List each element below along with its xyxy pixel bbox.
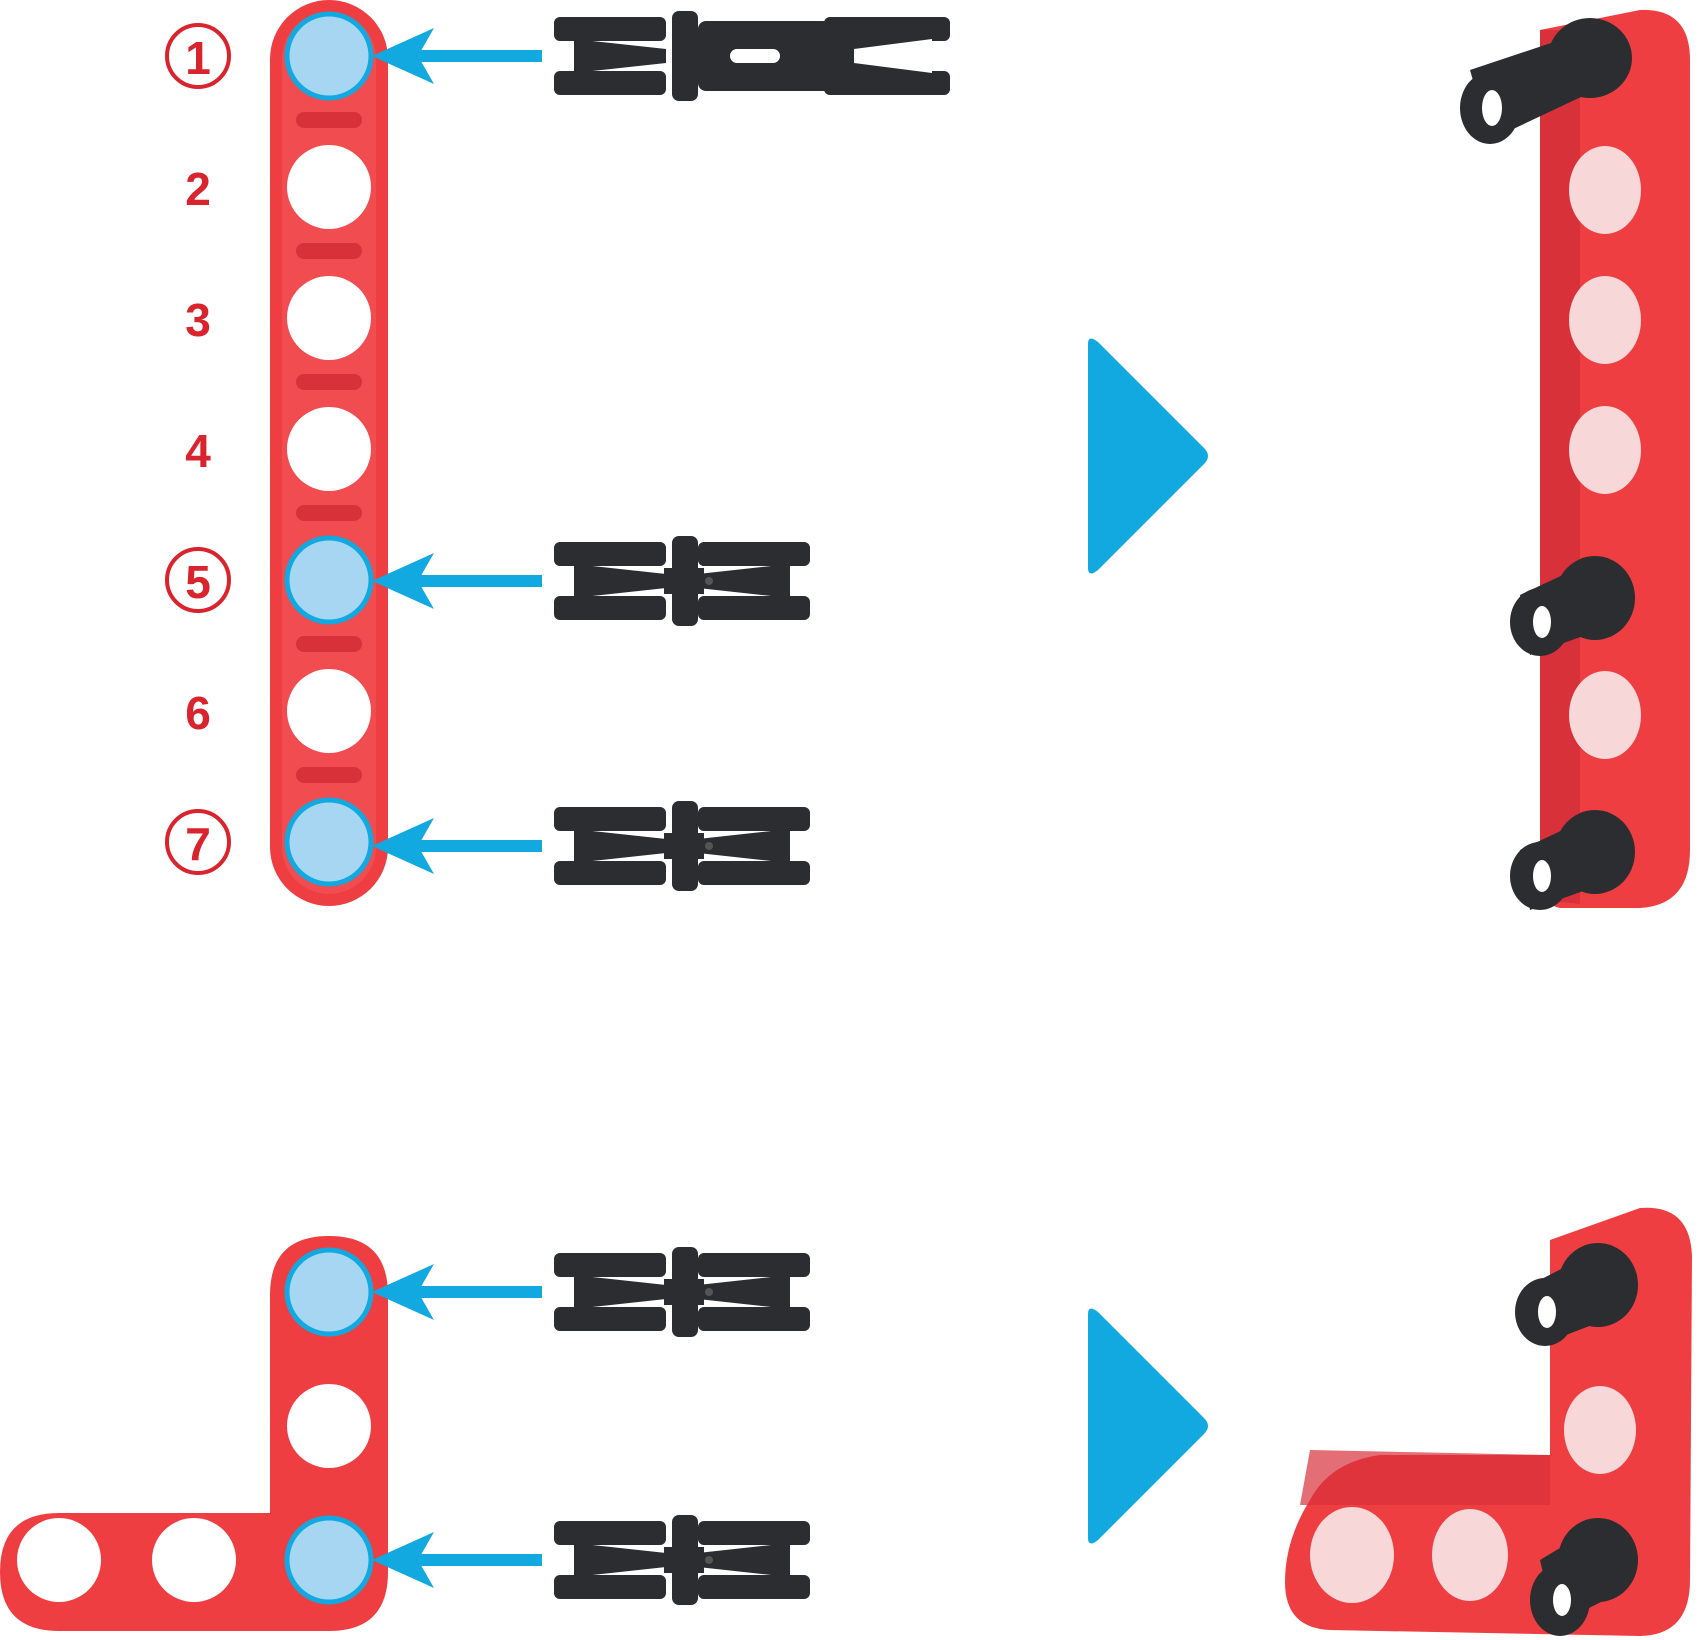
insertion-arrows-bottom — [372, 1264, 542, 1588]
beam-rib — [296, 243, 362, 259]
beam-hole — [287, 407, 371, 491]
beam-hole — [284, 1247, 374, 1337]
beam-hole — [1569, 146, 1641, 234]
connector-pin-icon — [554, 801, 810, 891]
beam-hole — [152, 1518, 236, 1602]
beam-hole — [17, 1518, 101, 1602]
beam-hole — [287, 145, 371, 229]
next-step-triangle-icon — [1088, 1308, 1208, 1544]
hole-number-label: 1 — [185, 32, 211, 84]
beam-hole — [287, 276, 371, 360]
connector-pin-icon — [554, 536, 810, 626]
connector-pin-icon — [554, 1515, 810, 1605]
beam-hole — [1569, 671, 1641, 759]
beam-rib — [296, 112, 362, 128]
hole-number-labels: 1 2 3 4 5 6 7 — [165, 23, 231, 875]
hole-number-label: 6 — [185, 687, 211, 739]
hole-number-label: 2 — [185, 163, 211, 215]
beam-rib — [296, 505, 362, 521]
beam-hole — [284, 1515, 374, 1605]
beam-hole — [284, 535, 374, 625]
loose-pins-bottom — [554, 1247, 810, 1605]
beam-hole — [1569, 276, 1641, 364]
arrow-left-icon — [372, 1532, 542, 1588]
arrow-left-icon — [372, 28, 542, 84]
top-step: 1 2 3 4 5 6 7 — [165, 0, 1690, 910]
bottom-step — [0, 1207, 1692, 1636]
insertion-arrows-top — [372, 28, 542, 874]
assembled-straight-beam — [1460, 9, 1690, 910]
beam-hole — [287, 1384, 371, 1468]
beam-hole — [284, 11, 374, 101]
hole-number-label: 7 — [185, 818, 211, 870]
next-step-triangle-icon — [1088, 338, 1208, 574]
assembled-l-beam — [1285, 1207, 1692, 1636]
beam-hole — [1569, 406, 1641, 494]
label-circle — [165, 809, 231, 875]
beam-hole — [287, 669, 371, 753]
l-beam-5-hole — [0, 1236, 388, 1631]
connector-pin-icon — [554, 11, 950, 101]
hole-number-label: 4 — [185, 425, 211, 477]
arrow-left-icon — [372, 553, 542, 609]
loose-pins-top — [554, 11, 950, 891]
label-circle — [165, 23, 231, 89]
beam-rib — [296, 767, 362, 783]
hole-number-label: 3 — [185, 294, 211, 346]
arrow-left-icon — [372, 1264, 542, 1320]
beam-rib — [296, 636, 362, 652]
hole-number-label: 5 — [185, 556, 211, 608]
beam-hole — [284, 797, 374, 887]
beam-rib — [296, 374, 362, 390]
connector-pin-icon — [554, 1247, 810, 1337]
label-circle — [165, 547, 231, 613]
arrow-left-icon — [372, 818, 542, 874]
straight-beam-7-hole — [270, 0, 388, 906]
